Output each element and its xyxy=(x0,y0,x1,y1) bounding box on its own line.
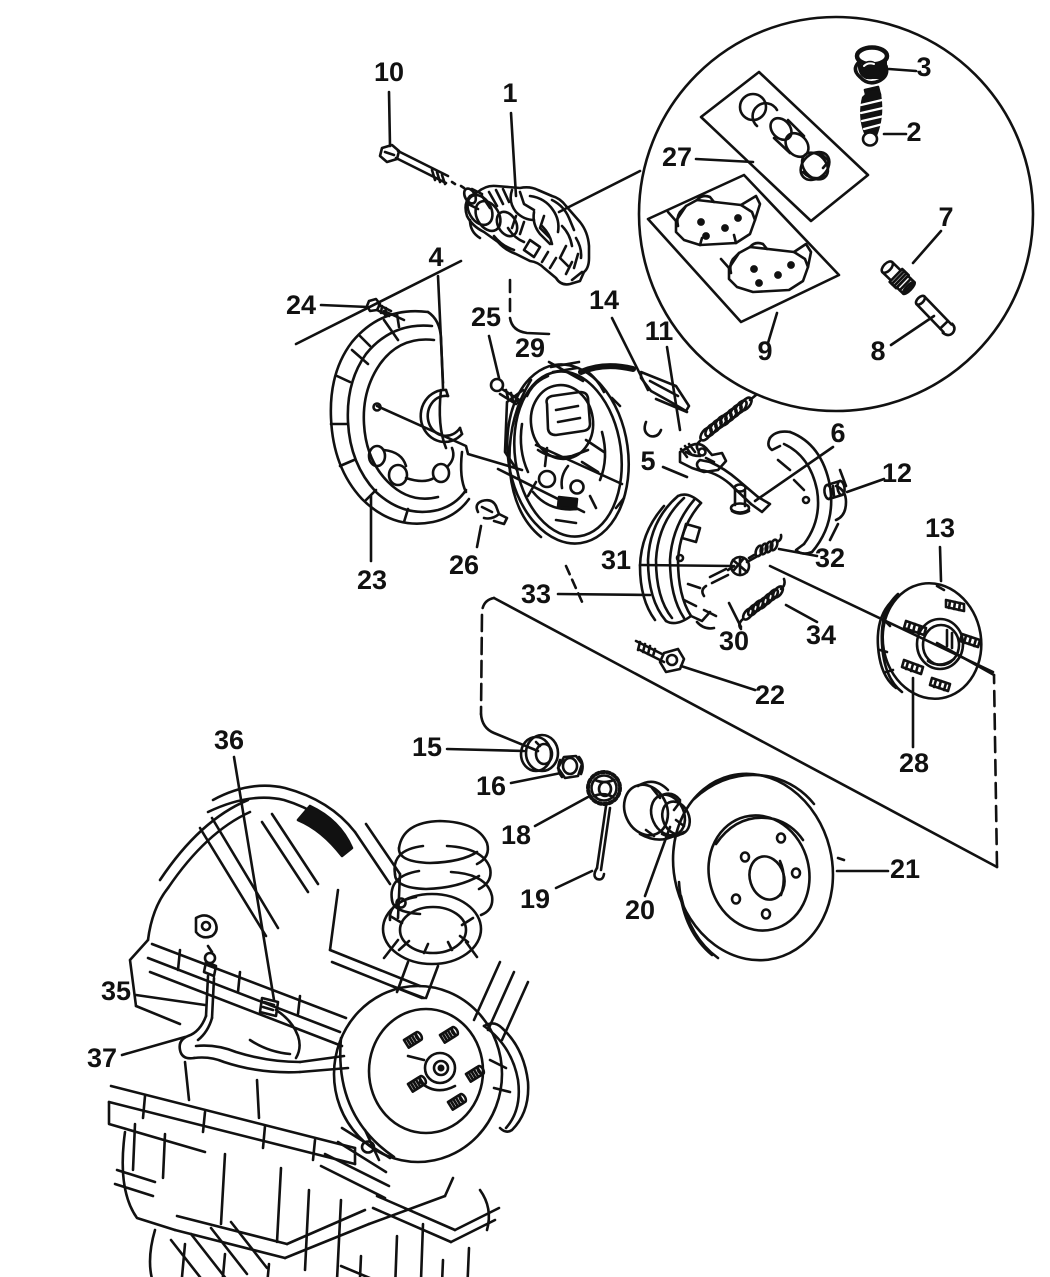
svg-text:7: 7 xyxy=(938,202,953,232)
svg-text:32: 32 xyxy=(815,543,845,573)
svg-text:4: 4 xyxy=(428,242,443,272)
svg-text:34: 34 xyxy=(806,620,836,650)
svg-text:25: 25 xyxy=(471,302,501,332)
svg-text:1: 1 xyxy=(502,78,517,108)
svg-text:29: 29 xyxy=(515,333,545,363)
svg-text:11: 11 xyxy=(645,316,674,346)
svg-text:24: 24 xyxy=(286,290,316,320)
svg-text:28: 28 xyxy=(899,748,929,778)
svg-text:23: 23 xyxy=(357,565,387,595)
svg-text:12: 12 xyxy=(882,458,912,488)
svg-text:36: 36 xyxy=(214,725,244,755)
svg-text:19: 19 xyxy=(520,884,550,914)
svg-text:26: 26 xyxy=(449,550,479,580)
svg-text:14: 14 xyxy=(589,285,619,315)
svg-text:16: 16 xyxy=(476,771,506,801)
svg-text:21: 21 xyxy=(890,854,920,884)
svg-text:30: 30 xyxy=(719,626,749,656)
svg-text:9: 9 xyxy=(757,336,772,366)
svg-text:27: 27 xyxy=(662,142,692,172)
svg-text:35: 35 xyxy=(101,976,131,1006)
svg-text:5: 5 xyxy=(640,446,655,476)
svg-text:2: 2 xyxy=(906,117,921,147)
svg-text:31: 31 xyxy=(601,545,631,575)
svg-text:6: 6 xyxy=(830,418,845,448)
svg-text:33: 33 xyxy=(521,579,551,609)
svg-text:13: 13 xyxy=(925,513,955,543)
svg-text:3: 3 xyxy=(916,52,931,82)
svg-text:20: 20 xyxy=(625,895,655,925)
svg-text:10: 10 xyxy=(374,57,404,87)
svg-text:37: 37 xyxy=(87,1043,117,1073)
svg-text:15: 15 xyxy=(412,732,442,762)
svg-text:8: 8 xyxy=(870,336,885,366)
svg-text:18: 18 xyxy=(501,820,531,850)
svg-text:22: 22 xyxy=(755,680,785,710)
